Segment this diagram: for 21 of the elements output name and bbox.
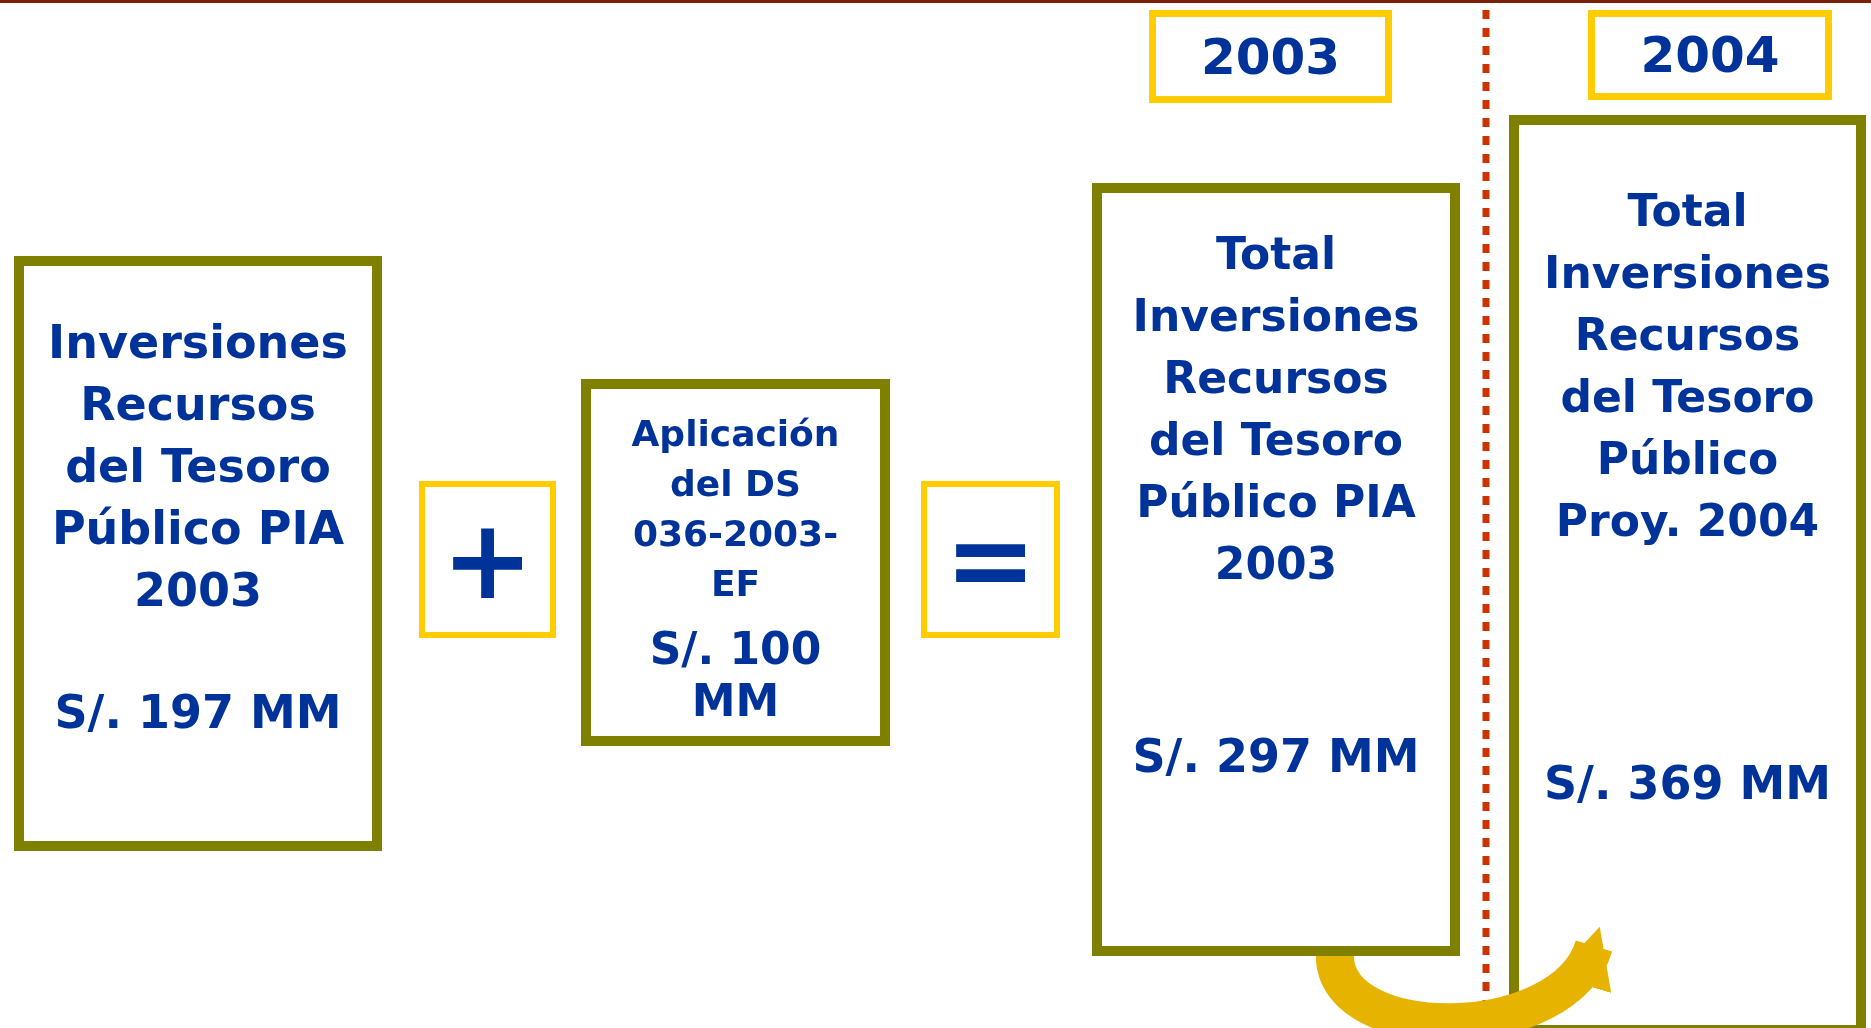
amount-box xyxy=(1509,115,1866,1028)
year-label: 2003 xyxy=(1199,26,1342,87)
box-heading: Aplicación del DS 036-2003-EF xyxy=(630,412,841,606)
amount-value: S/. 297 MM xyxy=(1131,728,1421,785)
amount-value: S/. 197 MM xyxy=(53,684,343,741)
amount-box xyxy=(1092,183,1460,956)
amount-value: S/. 100 MM xyxy=(648,623,823,727)
curved-arrow xyxy=(1316,928,1611,1028)
operator-symbol: + xyxy=(440,504,535,615)
box-heading: Total Inversiones Recursos del Tesoro Público Proy. 2004 xyxy=(1543,184,1832,548)
amount-value: S/. 369 MM xyxy=(1543,755,1832,812)
operator-symbol: = xyxy=(943,504,1038,615)
year-label-box xyxy=(1588,10,1832,100)
year-label: 2004 xyxy=(1639,25,1781,85)
operator-box xyxy=(921,481,1060,638)
amount-box xyxy=(14,256,382,851)
box-heading: Total Inversiones Recursos del Tesoro Público PIA 2003 xyxy=(1131,227,1421,591)
amount-box xyxy=(581,379,890,746)
operator-box xyxy=(419,481,556,638)
box-heading: Inversiones Recursos del Tesoro Público PIA 2003 xyxy=(47,314,349,619)
year-label-box xyxy=(1149,10,1392,103)
